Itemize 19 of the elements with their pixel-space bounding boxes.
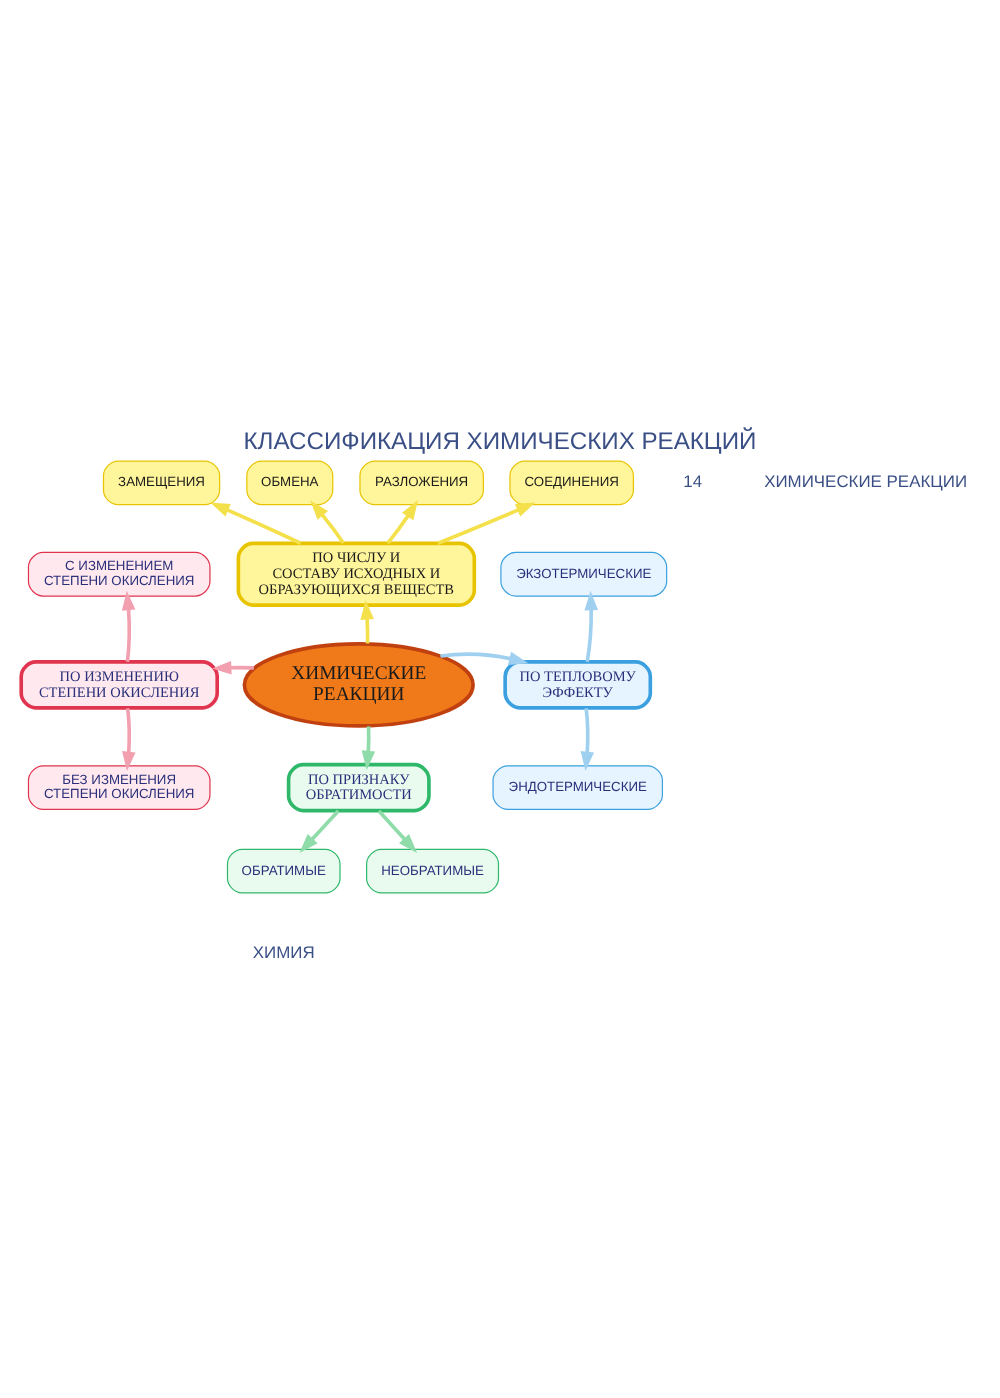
arrow xyxy=(299,808,340,852)
arrow xyxy=(211,659,254,674)
label: ХИМИЯ xyxy=(252,940,315,961)
arrow xyxy=(440,650,529,664)
arrow xyxy=(310,499,345,544)
node-ellipse: ХИМИЧЕСКИЕ РЕАКЦИИ xyxy=(242,641,475,727)
arrow xyxy=(437,501,536,544)
diagram-title: КЛАССИФИКАЦИЯ ХИМИЧЕСКИХ РЕАКЦИЙ xyxy=(243,426,757,455)
arrow xyxy=(580,707,595,771)
arrow xyxy=(377,808,418,852)
arrow xyxy=(360,599,374,643)
arrow xyxy=(121,589,136,661)
arrow xyxy=(122,707,136,771)
label: ХИМИЧЕСКИЕ РЕАКЦИИ xyxy=(764,470,968,491)
arrow xyxy=(210,501,302,544)
arrow xyxy=(584,589,599,662)
arrow xyxy=(361,725,376,770)
arrow xyxy=(386,499,419,544)
label: 14 xyxy=(683,470,703,491)
